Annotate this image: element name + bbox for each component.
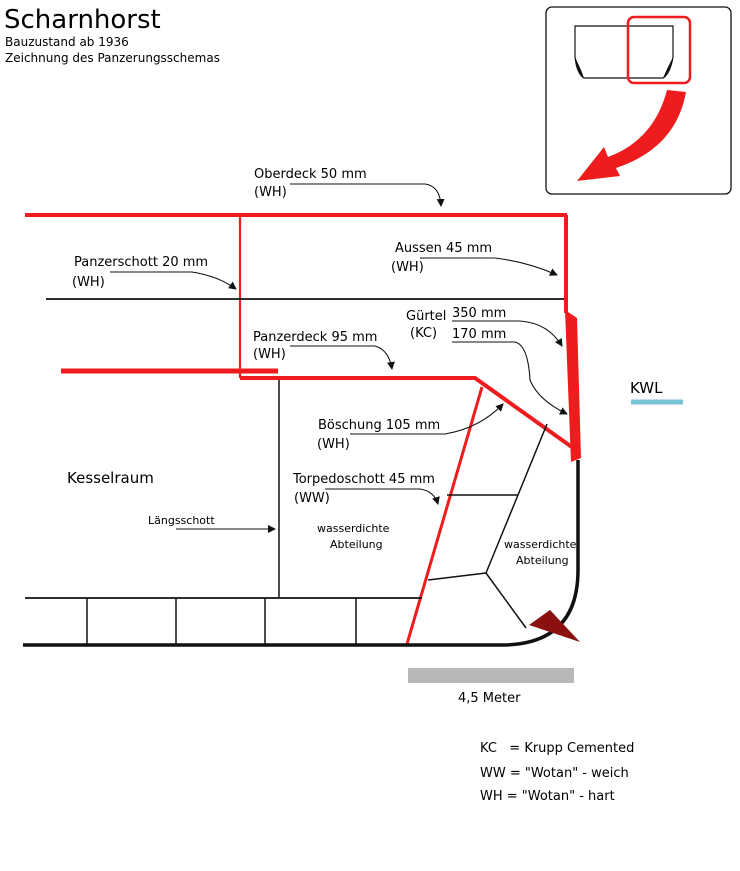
legend-item: WW = "Wotan" - weich bbox=[480, 766, 629, 781]
wasserdichte-2-line-2: Abteilung bbox=[516, 554, 569, 567]
wasserdichte-2-line-1: wasserdichte bbox=[504, 538, 577, 551]
oberdeck-label: Oberdeck 50 mm bbox=[254, 167, 367, 182]
torpedoschott-material: (WW) bbox=[294, 491, 330, 506]
legend: KC = Krupp Cemented WW = "Wotan" - weich… bbox=[480, 741, 634, 804]
guertel-upper-pointer bbox=[452, 320, 563, 347]
panzerdeck-label: Panzerdeck 95 mm bbox=[253, 330, 377, 345]
laengsschott-label: Längsschott bbox=[148, 514, 215, 527]
subtitle-line-1: Bauzustand ab 1936 bbox=[5, 35, 129, 49]
panzerschott-pointer bbox=[110, 271, 237, 290]
guertel-material: (KC) bbox=[410, 326, 437, 341]
torpedoschott-label: Torpedoschott 45 mm bbox=[292, 472, 435, 487]
compartment-wall-5 bbox=[485, 572, 527, 629]
panzerschott-material: (WH) bbox=[72, 275, 105, 290]
hull-overview-icon bbox=[574, 15, 692, 85]
hull-structure bbox=[23, 298, 580, 647]
wasserdichte-1-line-1: wasserdichte bbox=[317, 522, 390, 535]
compartment-wall-3 bbox=[485, 494, 519, 574]
kwl-label: KWL bbox=[630, 379, 663, 397]
guertel-lower-value: 170 mm bbox=[452, 327, 506, 342]
scale-label: 4,5 Meter bbox=[458, 691, 521, 706]
legend-item: WH = "Wotan" - hart bbox=[480, 789, 615, 804]
compartment-wall-2 bbox=[517, 423, 548, 496]
bilge-keel bbox=[529, 610, 580, 642]
aussen-pointer bbox=[420, 257, 558, 276]
scale-bar bbox=[408, 668, 574, 683]
aussen-material: (WH) bbox=[391, 260, 424, 275]
boeschung-material: (WH) bbox=[317, 437, 350, 452]
boeschung-armor bbox=[473, 376, 578, 452]
compartment-wall-4 bbox=[427, 572, 487, 581]
torpedoschott-armor bbox=[405, 386, 484, 645]
boeschung-pointer bbox=[350, 403, 504, 435]
panzerdeck-material: (WH) bbox=[253, 347, 286, 362]
guertel-belt-armor bbox=[565, 310, 581, 462]
kesselraum-label: Kesselraum bbox=[67, 469, 154, 487]
subtitle-line-2: Zeichnung des Panzerungsschemas bbox=[5, 51, 220, 65]
guertel-lower-pointer bbox=[452, 341, 568, 415]
boeschung-label: Böschung 105 mm bbox=[318, 418, 440, 433]
oberdeck-pointer bbox=[290, 183, 445, 207]
wasserdichte-1-line-2: Abteilung bbox=[330, 538, 383, 551]
armor-structure bbox=[25, 213, 581, 645]
guertel-upper-value: 350 mm bbox=[452, 306, 506, 321]
panzerschott-label: Panzerschott 20 mm bbox=[74, 255, 208, 270]
inset-overview bbox=[545, 6, 732, 195]
torpedoschott-pointer bbox=[325, 488, 440, 505]
curved-arrow-icon bbox=[577, 90, 686, 181]
title: Scharnhorst bbox=[4, 5, 161, 35]
oberdeck-material: (WH) bbox=[254, 185, 287, 200]
panzerdeck-pointer bbox=[290, 345, 395, 370]
guertel-label: Gürtel bbox=[406, 309, 446, 324]
legend-item: KC = Krupp Cemented bbox=[480, 741, 634, 756]
aussen-label: Aussen 45 mm bbox=[395, 241, 492, 256]
